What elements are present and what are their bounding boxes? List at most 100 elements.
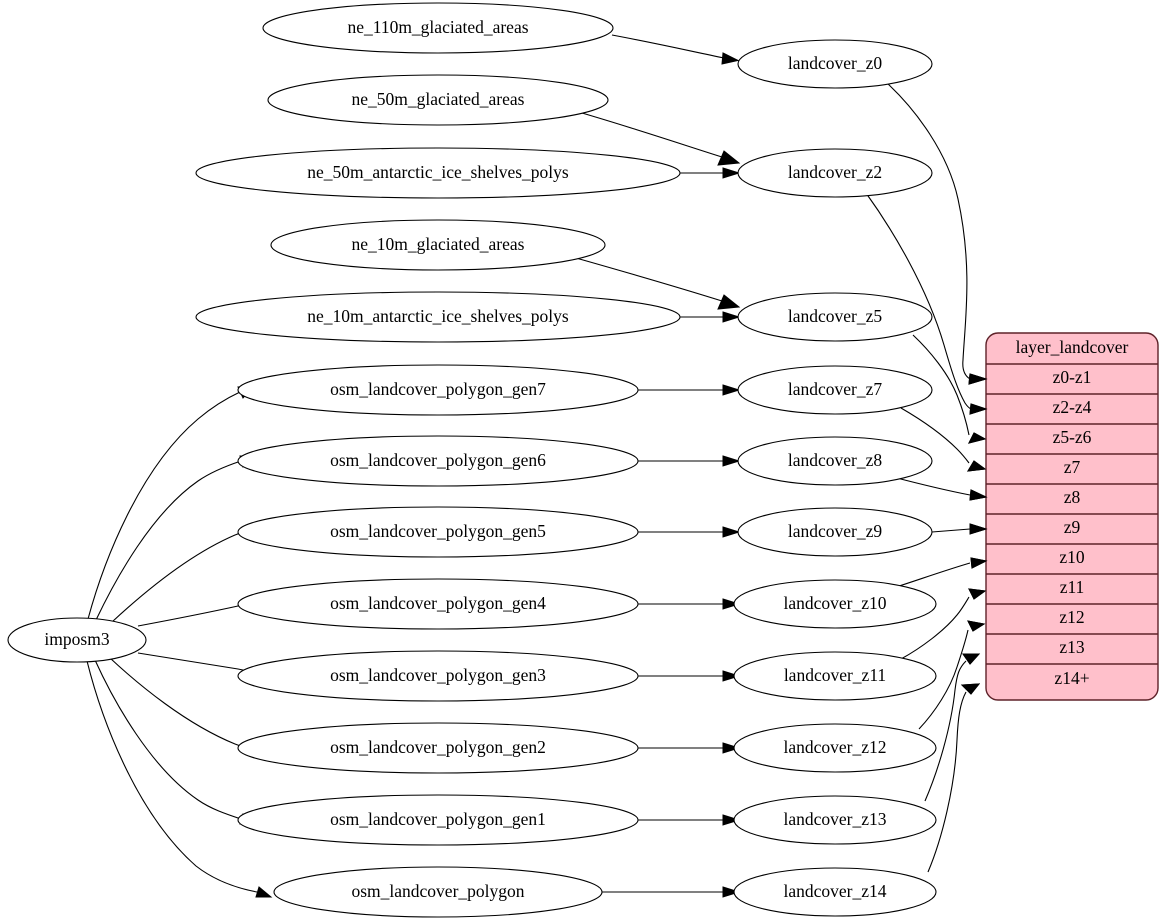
table-row-label: z8	[1064, 487, 1081, 507]
node-label: ne_110m_glaciated_areas	[347, 17, 528, 37]
node-label: landcover_z9	[788, 521, 883, 541]
node-imposm3[interactable]: imposm3	[7, 617, 147, 663]
node-ne_50m_glaciated_areas[interactable]: ne_50m_glaciated_areas	[267, 74, 609, 126]
table-row[interactable]: z13	[1059, 637, 1085, 657]
node-osm_landcover_polygon[interactable]: osm_landcover_polygon	[273, 866, 603, 918]
node-landcover_z13[interactable]: landcover_z13	[733, 795, 937, 845]
node-label: imposm3	[44, 629, 109, 649]
node-label: ne_50m_antarctic_ice_shelves_polys	[307, 162, 569, 182]
node-landcover_z2[interactable]: landcover_z2	[737, 148, 933, 198]
natural-earth-source-nodes: ne_110m_glaciated_areas ne_50m_glaciated…	[195, 2, 681, 343]
table-row-label: z7	[1064, 457, 1081, 477]
node-label: osm_landcover_polygon_gen4	[330, 593, 546, 613]
arrowhead-z11	[968, 588, 987, 600]
table-outline	[985, 332, 1159, 701]
arrowhead-z8	[969, 489, 988, 501]
landcover-zoom-nodes: landcover_z0 landcover_z2 landcover_z5 l…	[733, 39, 937, 917]
arrowhead-z7	[967, 460, 987, 472]
node-label: landcover_z2	[788, 162, 882, 182]
table-row[interactable]: z11	[1060, 577, 1085, 597]
osm-source-nodes: osm_landcover_polygon_gen7 osm_landcover…	[237, 364, 639, 918]
node-ne_10m_antarctic_ice_shelves_polys[interactable]: ne_10m_antarctic_ice_shelves_polys	[195, 291, 681, 343]
node-label: osm_landcover_polygon_gen7	[330, 379, 546, 399]
edge-gen1-to-z13	[637, 814, 741, 826]
edge-imposm3-to-gen7	[87, 385, 256, 620]
node-osm_landcover_polygon_gen4[interactable]: osm_landcover_polygon_gen4	[237, 578, 639, 630]
node-landcover_z14[interactable]: landcover_z14	[733, 867, 937, 917]
table-row[interactable]: z2-z4	[1053, 397, 1092, 417]
node-label: ne_10m_antarctic_ice_shelves_polys	[307, 306, 569, 326]
node-label: landcover_z8	[788, 450, 883, 470]
node-landcover_z8[interactable]: landcover_z8	[737, 436, 933, 486]
edge-ne110m-to-z0	[611, 34, 740, 65]
node-label: landcover_z12	[783, 737, 886, 757]
node-landcover_z5[interactable]: landcover_z5	[737, 292, 933, 342]
node-landcover_z9[interactable]: landcover_z9	[737, 507, 933, 557]
table-row-label: z9	[1064, 517, 1081, 537]
table-row[interactable]: z7	[1064, 457, 1081, 477]
table-row-label: z13	[1059, 637, 1085, 657]
edge-gen3-to-z11	[637, 670, 741, 682]
table-row[interactable]: z0-z1	[1053, 367, 1092, 387]
node-osm_landcover_polygon_gen1[interactable]: osm_landcover_polygon_gen1	[237, 794, 639, 846]
edge-gen5-to-z9	[637, 526, 741, 538]
node-ne_50m_antarctic_ice_shelves_polys[interactable]: ne_50m_antarctic_ice_shelves_polys	[195, 147, 681, 199]
edge-z0-to-row-z0z1	[886, 82, 988, 385]
arrowhead-z10	[970, 557, 988, 569]
node-label: osm_landcover_polygon_gen5	[330, 521, 546, 541]
node-ne_10m_glaciated_areas[interactable]: ne_10m_glaciated_areas	[270, 219, 606, 271]
arrowhead-z2z4	[969, 403, 988, 415]
node-osm_landcover_polygon_gen7[interactable]: osm_landcover_polygon_gen7	[237, 364, 639, 416]
node-landcover_z10[interactable]: landcover_z10	[733, 579, 937, 629]
table-row[interactable]: z10	[1059, 547, 1085, 567]
edge-ne10mantarctic-to-z5	[673, 311, 741, 323]
table-row-label: z0-z1	[1053, 367, 1092, 387]
table-row[interactable]: z12	[1059, 607, 1084, 627]
node-osm_landcover_polygon_gen5[interactable]: osm_landcover_polygon_gen5	[237, 506, 639, 558]
arrowhead-z5z6	[968, 432, 987, 444]
table-row-label: z5-z6	[1053, 427, 1092, 447]
table-row[interactable]: z5-z6	[1053, 427, 1092, 447]
node-landcover_z12[interactable]: landcover_z12	[733, 723, 937, 773]
node-landcover_z0[interactable]: landcover_z0	[737, 39, 933, 89]
edge-ne50mglaciated-to-z2	[581, 112, 741, 166]
layer-landcover-table[interactable]: layer_landcover z0-z1 z2-z4 z5-z6 z7 z8 …	[985, 332, 1159, 701]
edge-ne10mglaciated-to-z5	[575, 257, 741, 310]
arrowhead-z13	[962, 653, 981, 665]
node-osm_landcover_polygon_gen3[interactable]: osm_landcover_polygon_gen3	[237, 650, 639, 702]
node-label: osm_landcover_polygon	[351, 881, 524, 901]
node-label: landcover_z13	[783, 809, 886, 829]
table-row-label: z2-z4	[1053, 397, 1092, 417]
node-osm_landcover_polygon_gen2[interactable]: osm_landcover_polygon_gen2	[237, 722, 639, 774]
node-label: osm_landcover_polygon_gen3	[330, 665, 546, 685]
table-row[interactable]: z8	[1064, 487, 1081, 507]
node-label: osm_landcover_polygon_gen2	[330, 737, 546, 757]
node-ne_110m_glaciated_areas[interactable]: ne_110m_glaciated_areas	[262, 2, 614, 54]
node-osm_landcover_polygon_gen6[interactable]: osm_landcover_polygon_gen6	[237, 435, 639, 487]
edge-gen4-to-z10	[637, 598, 741, 610]
edge-imposm3-to-polygon	[86, 660, 273, 898]
table-row[interactable]: z14+	[1054, 668, 1089, 688]
node-label: landcover_z7	[788, 379, 883, 399]
table-incoming-arrowheads	[960, 373, 988, 695]
node-label: ne_50m_glaciated_areas	[352, 89, 525, 109]
edge-gen7-to-z7	[637, 384, 741, 396]
edge-polygon-to-z14	[601, 886, 741, 898]
arrowhead-z0z1	[968, 373, 988, 385]
table-row-label: z12	[1059, 607, 1084, 627]
table-row[interactable]: z9	[1064, 517, 1081, 537]
node-landcover_z7[interactable]: landcover_z7	[737, 365, 933, 415]
node-label: landcover_z5	[788, 306, 883, 326]
edge-z14-to-row-z14plus	[927, 683, 981, 873]
node-label: ne_10m_glaciated_areas	[352, 234, 525, 254]
node-label: osm_landcover_polygon_gen1	[330, 809, 546, 829]
table-row-label: z10	[1059, 547, 1085, 567]
table-header-label: layer_landcover	[1016, 337, 1129, 357]
table-row-label: z11	[1060, 577, 1085, 597]
edge-imposm3-to-gen6	[95, 455, 257, 621]
node-landcover_z11[interactable]: landcover_z11	[733, 651, 937, 701]
node-label: landcover_z14	[783, 881, 886, 901]
arrowhead-z12	[967, 620, 986, 632]
